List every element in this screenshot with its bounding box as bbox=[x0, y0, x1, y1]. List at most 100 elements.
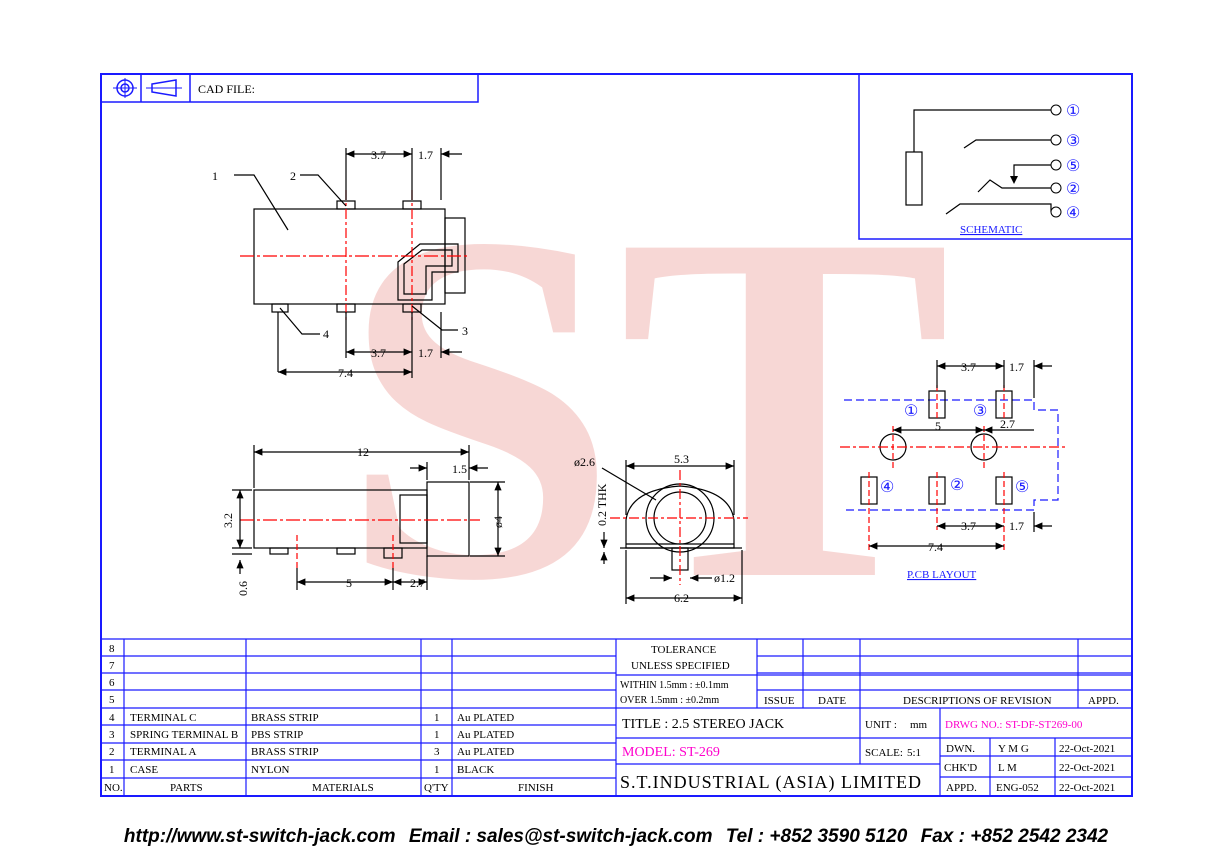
table-header: NO. PARTS MATERIALS Q'TY FINISH bbox=[104, 782, 554, 794]
row-part: TERMINAL A bbox=[130, 746, 197, 758]
pcb-pad-4: ④ bbox=[880, 479, 894, 496]
side-dim-27: 2.7 bbox=[410, 576, 425, 590]
appd-date: 22-Oct-2021 bbox=[1059, 782, 1115, 794]
revision-header: ISSUE DATE DESCRIPTIONS OF REVISION APPD… bbox=[764, 695, 1119, 707]
table-row: 4 TERMINAL C BRASS STRIP 1 Au PLATED bbox=[109, 712, 514, 724]
cad-file-label: CAD FILE: bbox=[198, 82, 255, 96]
top-view bbox=[234, 148, 470, 378]
table-row: 1 CASE NYLON 1 BLACK bbox=[109, 764, 494, 776]
model-number: MODEL: ST-269 bbox=[622, 745, 720, 760]
top-dim-17: 1.7 bbox=[418, 148, 433, 162]
pcb-pad-3: ③ bbox=[973, 403, 987, 420]
side-dim-12: 12 bbox=[357, 445, 369, 459]
schematic-pin-3: ③ bbox=[1066, 133, 1080, 150]
row-qty: 1 bbox=[434, 712, 440, 724]
tolerance-block: TOLERANCE UNLESS SPECIFIED WITHIN 1.5mm … bbox=[620, 644, 730, 706]
callout-1: 1 bbox=[212, 169, 218, 183]
row-qty: 3 bbox=[434, 746, 440, 758]
row-finish: BLACK bbox=[457, 764, 494, 776]
header-qty: Q'TY bbox=[424, 782, 449, 794]
side-view bbox=[232, 445, 505, 590]
dwn-name: Y M G bbox=[998, 743, 1029, 755]
top-dim-37-bottom: 3.7 bbox=[371, 346, 386, 360]
pcb-dim-17-top: 1.7 bbox=[1009, 360, 1024, 374]
front-dim-thk: 0.2 THK bbox=[595, 483, 609, 526]
schematic-pin-1: ① bbox=[1066, 103, 1080, 120]
drawing-title: TITLE : 2.5 STEREO JACK bbox=[622, 717, 784, 732]
pcb-dim-37-top: 3.7 bbox=[961, 360, 976, 374]
schematic: ① ③ ⑤ ② ④ SCHEMATIC bbox=[858, 73, 1133, 240]
tel-text: Tel : +852 3590 5120 bbox=[725, 826, 908, 847]
row-part: SPRING TERMINAL B bbox=[130, 729, 238, 741]
email-text[interactable]: Email : sales@st-switch-jack.com bbox=[408, 826, 713, 847]
unit-label: UNIT : bbox=[865, 719, 897, 731]
front-dim-62: 6.2 bbox=[674, 591, 689, 605]
scale-label: SCALE: bbox=[865, 747, 903, 759]
row-finish: Au PLATED bbox=[457, 746, 514, 758]
row-no: 7 bbox=[109, 660, 115, 672]
table-row: 6 bbox=[109, 677, 115, 689]
fax-text: Fax : +852 2542 2342 bbox=[920, 826, 1109, 847]
callout-2: 2 bbox=[290, 169, 296, 183]
header-parts: PARTS bbox=[170, 782, 203, 794]
callout-4: 4 bbox=[323, 327, 329, 341]
schematic-pin-4: ④ bbox=[1066, 205, 1080, 222]
front-view bbox=[600, 460, 748, 604]
row-no: 4 bbox=[109, 712, 115, 724]
table-row: 5 bbox=[109, 694, 115, 706]
front-dim-pin: ø1.2 bbox=[714, 571, 735, 585]
chkd-label: CHK'D bbox=[944, 762, 977, 774]
watermark-text: ST bbox=[340, 130, 952, 684]
side-dim-dia4: ø4 bbox=[491, 516, 505, 528]
dwn-date: 22-Oct-2021 bbox=[1059, 743, 1115, 755]
pcb-dim-27: 2.7 bbox=[1000, 417, 1015, 431]
row-finish: Au PLATED bbox=[457, 712, 514, 724]
scale-value: 5:1 bbox=[907, 747, 921, 759]
chkd-name: L M bbox=[998, 762, 1017, 774]
pcb-dim-17-bottom: 1.7 bbox=[1009, 519, 1024, 533]
header-materials: MATERIALS bbox=[312, 782, 374, 794]
front-dim-53: 5.3 bbox=[674, 452, 689, 466]
table-row: 7 bbox=[109, 660, 115, 672]
bom-rows: 8 7 6 5 4 TERMINAL C BRASS STRIP 1 Au PL… bbox=[104, 643, 554, 794]
table-row: 8 bbox=[109, 643, 115, 655]
schematic-label: SCHEMATIC bbox=[960, 224, 1022, 236]
schematic-pin-5: ⑤ bbox=[1066, 158, 1080, 175]
row-material: NYLON bbox=[251, 764, 290, 776]
side-dim-5: 5 bbox=[346, 576, 352, 590]
appd-name: ENG-052 bbox=[996, 782, 1039, 794]
drawing-number: DRWG NO.: ST-DF-ST269-00 bbox=[945, 719, 1083, 731]
top-dim-17-bottom: 1.7 bbox=[418, 346, 433, 360]
pcb-pad-2: ② bbox=[950, 477, 964, 494]
website-link[interactable]: http://www.st-switch-jack.com bbox=[123, 826, 396, 847]
cad-header: CAD FILE: bbox=[100, 73, 479, 103]
tolerance-over: OVER 1.5mm : ±0.2mm bbox=[620, 695, 719, 706]
row-material: BRASS STRIP bbox=[251, 746, 319, 758]
pcb-pad-5: ⑤ bbox=[1015, 479, 1029, 496]
header-finish: FINISH bbox=[518, 782, 554, 794]
side-dim-06: 0.6 bbox=[236, 581, 250, 596]
pcb-dim-74: 7.4 bbox=[928, 540, 943, 554]
row-no: 6 bbox=[109, 677, 115, 689]
appd-label: APPD. bbox=[946, 782, 977, 794]
row-part: TERMINAL C bbox=[130, 712, 197, 724]
row-material: PBS STRIP bbox=[251, 729, 303, 741]
projection-symbol-icon bbox=[113, 78, 182, 98]
row-part: CASE bbox=[130, 764, 158, 776]
pcb-layout bbox=[840, 360, 1065, 550]
row-no: 8 bbox=[109, 643, 115, 655]
callout-3: 3 bbox=[462, 324, 468, 338]
row-no: 5 bbox=[109, 694, 115, 706]
row-no: 1 bbox=[109, 764, 115, 776]
title-block: TITLE : 2.5 STEREO JACK UNIT : mm DRWG N… bbox=[620, 717, 1115, 794]
pcb-dim-37-bottom: 3.7 bbox=[961, 519, 976, 533]
watermark: ST bbox=[340, 130, 952, 684]
tolerance-title: TOLERANCE bbox=[651, 644, 716, 656]
table-row: 2 TERMINAL A BRASS STRIP 3 Au PLATED bbox=[109, 746, 514, 758]
chkd-date: 22-Oct-2021 bbox=[1059, 762, 1115, 774]
revision-appd: APPD. bbox=[1088, 695, 1119, 707]
front-dim-hole: ø2.6 bbox=[574, 455, 595, 469]
unit-value: mm bbox=[910, 719, 928, 731]
revision-date: DATE bbox=[818, 695, 846, 707]
